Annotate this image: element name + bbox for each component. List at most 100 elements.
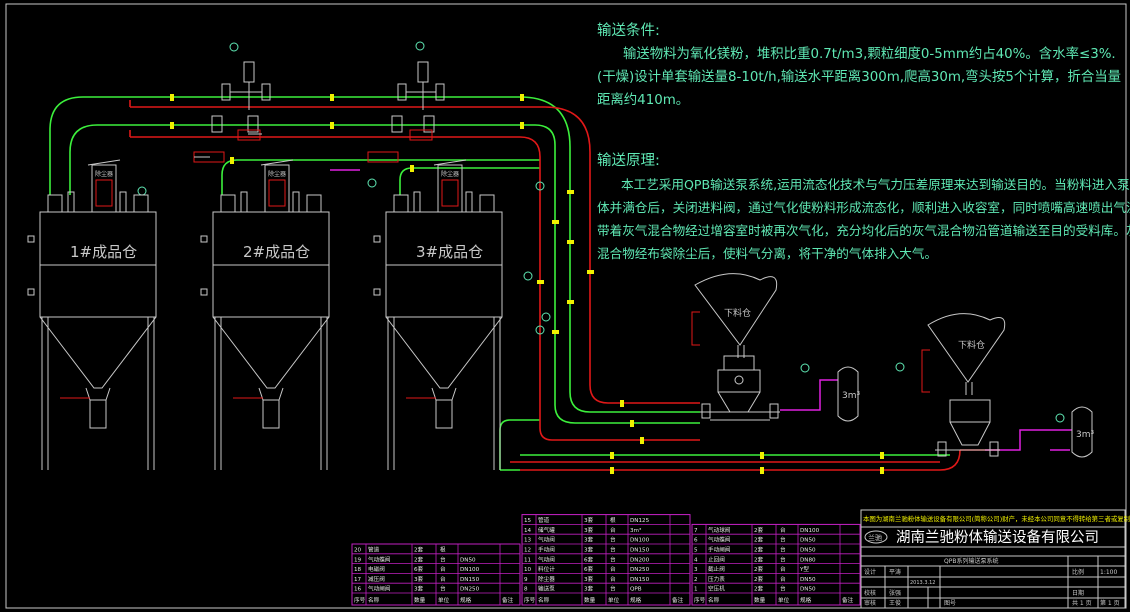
drawing-name: QPB系列输送泵系统 xyxy=(944,557,998,565)
bom-cell-name: 气动蝶阀 xyxy=(368,555,391,563)
bom-header-cell: 备注 xyxy=(502,596,514,604)
bom-cell-unit: 台 xyxy=(440,555,446,563)
bom-cell-no: 7 xyxy=(694,528,698,534)
checker-label: 校核 xyxy=(864,589,876,597)
bom-cell-spec: QPB xyxy=(630,587,642,593)
bom-cell-qty: 3套 xyxy=(584,516,594,524)
air-tank-1 xyxy=(837,366,859,422)
dust-collector-tag: 除尘器 xyxy=(441,170,459,178)
dust-collector-tag: 除尘器 xyxy=(268,170,286,178)
bom-cell-qty: 3套 xyxy=(414,575,424,583)
bom-cell-name: 气动闸阀 xyxy=(368,585,391,593)
bom-cell-unit: 台 xyxy=(780,565,786,573)
bom-cell-name: 气动阀 xyxy=(538,555,555,563)
bom-cell-spec: DN50 xyxy=(800,548,816,554)
bom-cell-spec: DN150 xyxy=(630,577,650,583)
silo-label: 3#成品仓 xyxy=(416,243,483,261)
bom-cell-no: 17 xyxy=(354,577,362,583)
bom-header-cell: 序号 xyxy=(694,596,706,604)
bom-header-cell: 单位 xyxy=(778,596,790,604)
checker-value: 张强 xyxy=(889,589,901,597)
bom-cell-qty: 2套 xyxy=(754,575,764,583)
bom-cell-spec: DN100 xyxy=(800,528,820,534)
bom-cell-name: 手动阀 xyxy=(538,546,555,554)
bom-header-cell: 数量 xyxy=(584,596,596,604)
scale-label: 比例 xyxy=(1072,568,1084,576)
bom-cell-qty: 3套 xyxy=(584,585,594,593)
tank-label: 3m³ xyxy=(842,391,860,401)
bom-cell-no: 8 xyxy=(524,587,528,593)
designer-label: 设计 xyxy=(864,568,876,576)
bom-cell-no: 10 xyxy=(524,567,532,573)
bom-cell-unit: 台 xyxy=(440,575,446,583)
hopper-1 xyxy=(691,273,778,371)
bom-cell-spec: DN200 xyxy=(630,557,650,563)
conditions-title: 输送条件: xyxy=(597,23,660,39)
date-label: 日期 xyxy=(1072,589,1084,597)
bom-cell-name: 手动闸阀 xyxy=(708,546,731,554)
bom-cell-no: 4 xyxy=(694,557,698,563)
pump-1 xyxy=(700,369,780,421)
copyright-note: 本图为湖南兰驰粉体输送设备有限公司(简称公司)财产，未经本公司同意不得转给第三者… xyxy=(863,514,1130,523)
approver-label: 审核 xyxy=(864,599,876,607)
bom-header-cell: 单位 xyxy=(608,596,620,604)
bom-cell-qty: 2套 xyxy=(414,546,424,554)
bom-cell-no: 6 xyxy=(694,538,698,544)
bom-header-cell: 名称 xyxy=(368,596,380,604)
bom-cell-no: 3 xyxy=(694,567,698,573)
bom-cell-no: 15 xyxy=(524,518,532,524)
bom-cell-unit: 台 xyxy=(440,585,446,593)
bom-cell-unit: 台 xyxy=(780,585,786,593)
bom-cell-no: 2 xyxy=(694,577,698,583)
bom-cell-no: 14 xyxy=(524,528,532,534)
top-valve-group-1 xyxy=(193,61,271,163)
bom-cell-name: 管道 xyxy=(538,516,550,524)
bom-cell-spec: DN80 xyxy=(800,557,816,563)
bom-cell-qty: 3套 xyxy=(584,546,594,554)
bom-cell-spec: DN100 xyxy=(630,538,650,544)
bom-cell-unit: 根 xyxy=(610,516,616,524)
principle-line: 体并满仓后，关闭进料阀，通过气化使粉料形成流态化，顺利进入收容室，同时喷嘴高速喷… xyxy=(597,200,1130,215)
bom-header-cell: 名称 xyxy=(538,596,550,604)
bom-cell-name: 储气罐 xyxy=(538,526,555,534)
bom-cell-unit: 台 xyxy=(610,546,616,554)
principle-line: 混合物经布袋除尘后，使料气分离，将干净的气体排入大气。 xyxy=(597,246,938,261)
dust-collector-tag: 除尘器 xyxy=(95,170,113,178)
designer-value: 平涛 xyxy=(889,568,901,576)
drawing-number-label: 图号 xyxy=(944,600,956,607)
bom-cell-spec: DN150 xyxy=(460,577,480,583)
bom-cell-qty: 6套 xyxy=(584,555,594,563)
silo-3 xyxy=(373,159,503,470)
pipe-tags xyxy=(137,41,1065,423)
bom-cell-name: 压力表 xyxy=(708,575,725,583)
bom-header-cell: 备注 xyxy=(672,596,684,604)
air-pipes xyxy=(330,169,1072,451)
silo-label: 2#成品仓 xyxy=(243,243,310,261)
bom-cell-unit: 台 xyxy=(610,565,616,573)
bom-cell-unit: 台 xyxy=(610,555,616,563)
bom-cell-unit: 台 xyxy=(780,536,786,544)
green-lower-pipes xyxy=(500,454,950,471)
company-logo: 兰驰 xyxy=(868,533,882,542)
principle-note: 输送原理: 本工艺采用QPB输送泵系统,运用流态化技术与气力压差原理来达到输送目… xyxy=(597,150,1130,265)
bom-cell-spec: DN50 xyxy=(800,538,816,544)
bom-cell-no: 13 xyxy=(524,538,532,544)
tank-label: 3m³ xyxy=(1076,430,1094,440)
bom-cell-spec: DN125 xyxy=(630,518,650,524)
bom-cell-name: 料位计 xyxy=(538,565,555,573)
principle-title: 输送原理: xyxy=(597,153,660,169)
bom-header-cell: 序号 xyxy=(524,596,536,604)
bom-header-cell: 名称 xyxy=(708,596,720,604)
bom-cell-unit: 台 xyxy=(440,565,446,573)
pump-2 xyxy=(935,399,1000,457)
bom-cell-no: 11 xyxy=(524,557,532,563)
top-valve-group-2 xyxy=(367,61,445,163)
title-block xyxy=(860,509,1126,609)
bom-cell-no: 18 xyxy=(354,567,362,573)
bom-header-cell: 序号 xyxy=(354,596,366,604)
